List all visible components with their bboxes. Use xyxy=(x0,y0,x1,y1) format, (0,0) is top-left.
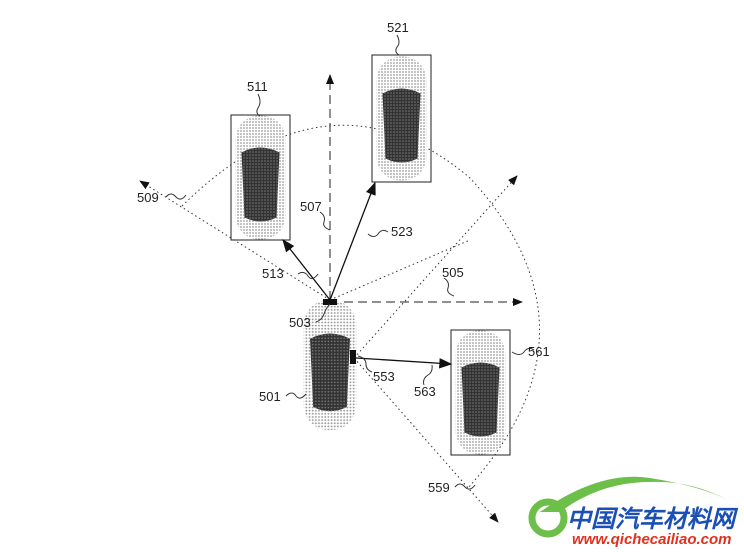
label-511: 511 xyxy=(247,79,268,94)
side-boundary-upper xyxy=(353,175,518,359)
left-boundary-line xyxy=(139,180,331,301)
label-521: 521 xyxy=(387,20,409,35)
detection-arc xyxy=(181,124,540,489)
label-559: 559 xyxy=(428,480,450,495)
watermark-url: www.qichecailiao.com xyxy=(572,531,732,548)
label-513: 513 xyxy=(262,266,284,281)
side-sensor xyxy=(350,350,356,364)
vehicle-511 xyxy=(230,114,291,241)
right-front-boundary-line xyxy=(329,239,471,301)
label-563: 563 xyxy=(414,384,436,399)
label-509: 509 xyxy=(137,190,159,205)
label-561: 561 xyxy=(528,344,550,359)
watermark-title: 中国汽车材料网 xyxy=(567,505,739,533)
watermark-logo: 中国汽车材料网 www.qichecailiao.com xyxy=(528,476,739,548)
vector-513 xyxy=(282,238,331,301)
front-sensor xyxy=(323,299,337,305)
label-507: 507 xyxy=(300,199,322,214)
side-boundary-lower xyxy=(353,357,499,523)
label-505: 505 xyxy=(442,265,464,280)
label-523: 523 xyxy=(391,224,413,239)
label-553: 553 xyxy=(373,369,395,384)
vehicle-521 xyxy=(371,54,432,183)
vector-563 xyxy=(355,357,453,369)
leader-lines xyxy=(165,34,535,490)
vector-523 xyxy=(329,181,376,301)
label-501: 501 xyxy=(259,389,281,404)
ego-vehicle-501 xyxy=(303,299,357,431)
vehicle-561 xyxy=(450,329,511,456)
label-503: 503 xyxy=(289,315,311,330)
